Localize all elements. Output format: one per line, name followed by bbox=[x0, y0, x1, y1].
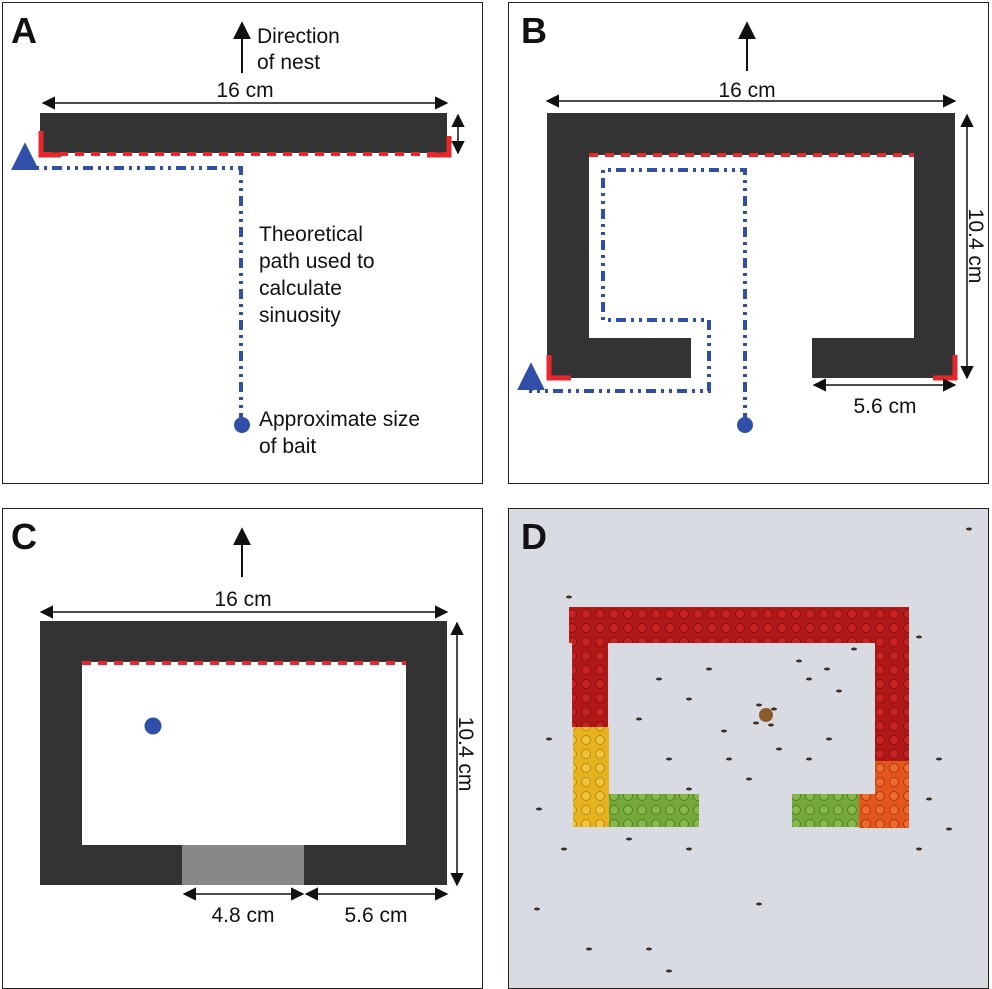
panel-letter-d: D bbox=[521, 516, 547, 557]
gap-label: 4.8 cm bbox=[211, 904, 274, 927]
corner-marker-left bbox=[546, 355, 571, 381]
bait-label-line2: of bait bbox=[259, 435, 316, 458]
path-label-line2: path used to bbox=[259, 250, 375, 273]
panel-c: C 16 cm 10.4 cm 4.8 cm 5.6 cm bbox=[2, 508, 483, 989]
width-label: 16 cm bbox=[214, 588, 271, 611]
corner-marker-right bbox=[933, 355, 958, 381]
height-label: 10.4 cm bbox=[964, 209, 987, 284]
lego-right-corner bbox=[859, 794, 909, 828]
barrier-wall bbox=[40, 113, 447, 153]
path-label-line4: sinuosity bbox=[259, 304, 341, 327]
bait-label-line1: Approximate size bbox=[259, 408, 420, 431]
lego-right-wall-red bbox=[875, 643, 909, 761]
panel-a-diagram: A Direction of nest 16 cm Theoretical pa… bbox=[10, 10, 465, 458]
direction-label-line1: Direction bbox=[257, 25, 340, 48]
theoretical-path bbox=[517, 168, 747, 423]
direction-label-line2: of nest bbox=[257, 51, 320, 74]
arm-label: 5.6 cm bbox=[853, 395, 916, 418]
arm-label: 5.6 cm bbox=[344, 904, 407, 927]
panel-letter-a: A bbox=[11, 10, 37, 51]
path-label-line3: calculate bbox=[259, 277, 342, 300]
panel-b: B 16 cm 10.4 cm 5.6 cm bbox=[508, 2, 989, 484]
lego-right-wall-orange bbox=[875, 761, 909, 794]
panel-a: A Direction of nest 16 cm Theoretical pa… bbox=[2, 2, 483, 484]
bait-dot bbox=[737, 417, 753, 433]
lego-top-wall bbox=[569, 607, 909, 643]
lego-left-wall-red bbox=[572, 643, 608, 727]
bait bbox=[759, 708, 773, 722]
barrier-wall bbox=[40, 621, 447, 885]
ants bbox=[534, 527, 972, 973]
barrier-wall bbox=[547, 113, 955, 378]
panel-d-illustration: D bbox=[509, 509, 988, 988]
corner-marker-left bbox=[38, 131, 61, 158]
gap-region bbox=[182, 845, 304, 885]
panel-b-diagram: B 16 cm 10.4 cm 5.6 cm bbox=[517, 10, 987, 433]
panel-d-photo: D bbox=[508, 508, 989, 989]
panel-letter-b: B bbox=[521, 10, 547, 51]
lego-left-arm bbox=[609, 794, 699, 827]
height-label: 10.4 cm bbox=[454, 717, 477, 792]
width-label: 16 cm bbox=[216, 79, 273, 102]
lego-left-wall-yellow bbox=[573, 727, 609, 827]
width-label: 16 cm bbox=[718, 79, 775, 102]
corner-marker-right bbox=[427, 136, 452, 158]
panel-letter-c: C bbox=[11, 516, 37, 557]
path-label-line1: Theoretical bbox=[259, 223, 363, 246]
bait-dot bbox=[234, 417, 250, 433]
bait-dot bbox=[144, 717, 162, 735]
panel-c-diagram: C 16 cm 10.4 cm 4.8 cm 5.6 cm bbox=[11, 516, 477, 927]
theoretical-path bbox=[10, 142, 243, 423]
lego-right-arm bbox=[792, 794, 859, 827]
